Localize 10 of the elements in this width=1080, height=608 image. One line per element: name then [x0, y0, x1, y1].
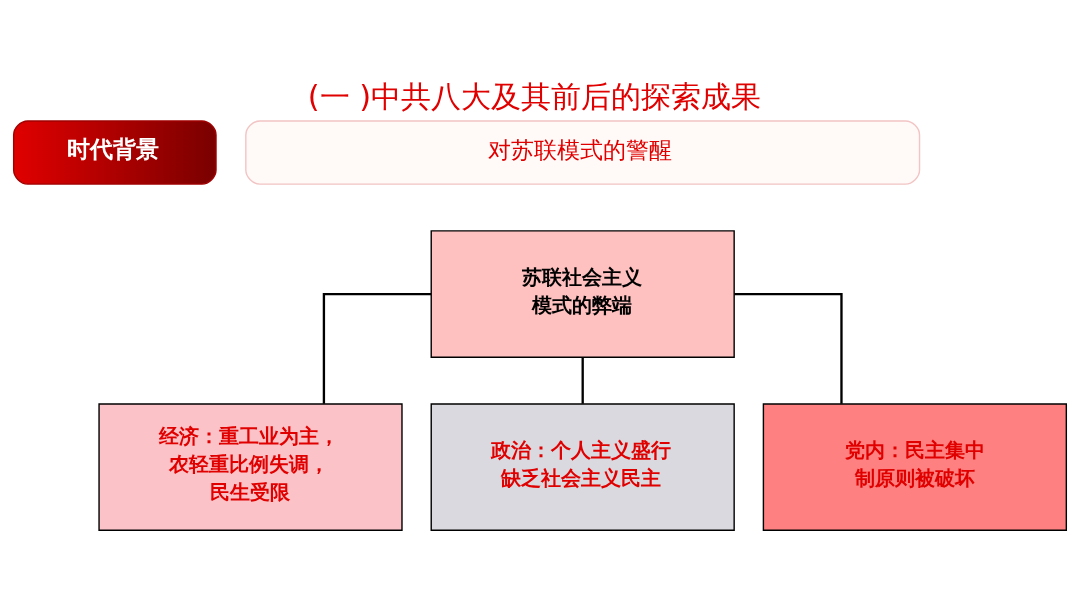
diagram-title: (一 )中共八大及其前后的探索成果: [307, 78, 762, 114]
connector: [322, 292, 432, 404]
node-box: 党内：民主集中制原则被破坏: [762, 403, 1068, 532]
connector: [734, 292, 843, 404]
node-box: 对苏联模式的警醒: [245, 120, 921, 185]
node-box: 时代背景: [12, 120, 217, 185]
node-box: 经济：重工业为主，农轻重比例失调，民生受限: [98, 403, 403, 532]
connector: [581, 357, 584, 404]
node-box: 政治：个人主义盛行缺乏社会主义民主: [430, 403, 735, 532]
node-box: 苏联社会主义模式的弊端: [430, 230, 735, 358]
